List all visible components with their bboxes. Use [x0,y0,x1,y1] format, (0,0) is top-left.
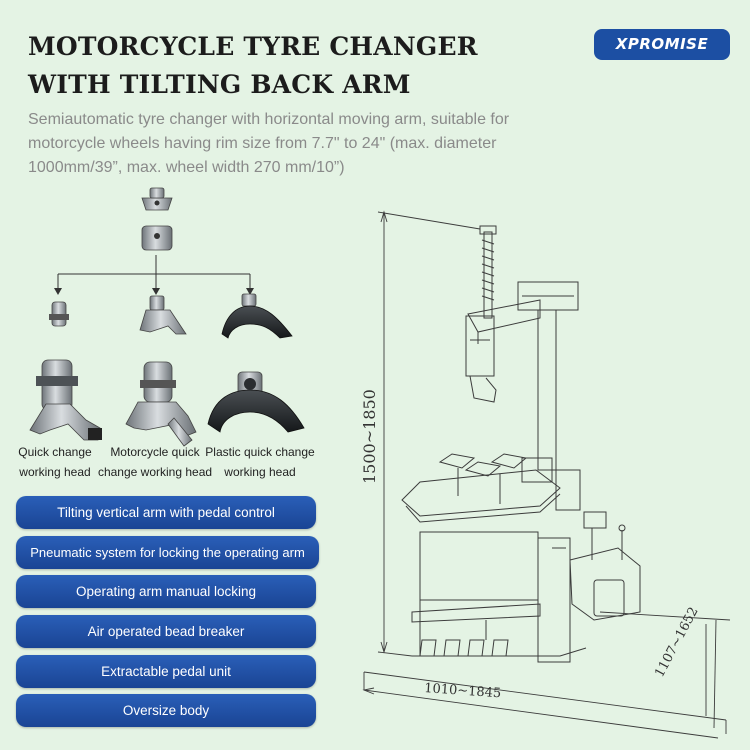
brand-logo: XPROMISE [594,29,730,60]
plastic-head-small-icon [221,293,293,339]
caption-line: working head [19,465,91,479]
caption-line: change working head [97,465,213,479]
height-dimension-label: 1500~1850 [360,389,379,484]
caption-line: Quick change [18,445,92,459]
head-caption-plastic: Plastic quick change working head [202,442,318,482]
product-description: Semiautomatic tyre changer with horizont… [28,111,510,176]
feature-manual-locking: Operating arm manual locking [16,575,316,609]
feature-oversize-body: Oversize body [16,694,316,728]
feature-bead-breaker: Air operated bead breaker [16,615,316,649]
head-caption-quick-change: Quick change working head [8,442,102,482]
plastic-head-large-icon [207,371,305,433]
tyre-changer-machine-drawing [401,225,641,663]
quick-change-head-large-icon [29,359,102,441]
connector-part-icon [141,187,173,211]
head-caption-motorcycle: Motorcycle quick change working head [96,442,214,482]
caption-line: working head [224,465,296,479]
dimension-lines [362,210,731,739]
feature-tilting-arm: Tilting vertical arm with pedal control [16,496,316,529]
quick-change-head-small-icon [49,301,69,327]
width-dimension-label: 1010~1845 [424,681,502,701]
feature-pneumatic-locking: Pneumatic system for locking the operati… [16,535,319,569]
head-selection-tree [57,255,251,290]
caption-line: Plastic quick change [205,445,315,459]
motorcycle-head-small-icon [139,295,187,335]
caption-line: Motorcycle quick [110,445,200,459]
feature-list: Tilting vertical arm with pedal control … [16,496,319,734]
feature-pedal-unit: Extractable pedal unit [16,654,316,688]
adapter-part-icon [141,225,173,251]
motorcycle-head-large-icon [125,361,197,447]
page-title: MOTORCYCLE TYRE CHANGER WITH TILTING BAC… [28,32,478,99]
